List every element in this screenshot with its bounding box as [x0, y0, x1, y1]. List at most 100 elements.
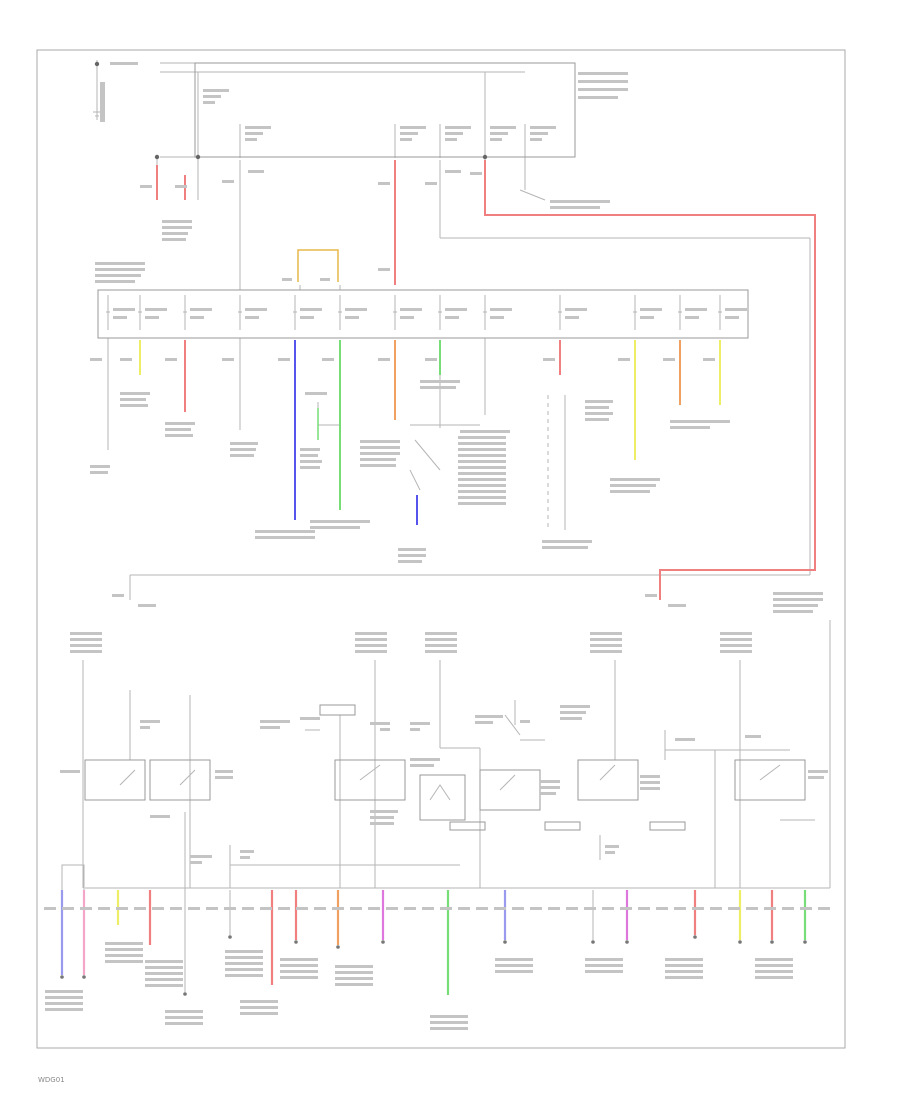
- fuse-label: [345, 308, 367, 311]
- label-text: [360, 464, 396, 467]
- label-text: [240, 850, 254, 853]
- diagram-code: WDG01: [38, 1076, 65, 1084]
- label-text: [140, 726, 150, 729]
- destination-label: [120, 392, 150, 395]
- label-text: [410, 728, 420, 731]
- splice-dot: [154, 154, 160, 160]
- connector-label: [116, 907, 128, 910]
- label-text: [113, 316, 127, 319]
- label-text: [145, 316, 159, 319]
- label-text: [458, 436, 506, 439]
- label-text: [90, 471, 108, 474]
- fusible-link-label: [245, 126, 271, 129]
- circuit-source-label: [70, 638, 102, 641]
- terminal-dot: [82, 975, 86, 979]
- wire: [504, 714, 521, 736]
- connector-label: [422, 907, 434, 910]
- circuit-source-label: [590, 632, 622, 635]
- label-text: [398, 560, 422, 563]
- circuit-source-label: [355, 632, 387, 635]
- connector-label: [746, 907, 758, 910]
- connector-label: [332, 907, 344, 910]
- relay-6: [577, 759, 639, 801]
- fuse-label: [245, 308, 267, 311]
- label-text: [490, 138, 502, 141]
- label-text: [410, 722, 430, 725]
- destination-label: [585, 958, 623, 961]
- connector-label: [458, 907, 470, 910]
- fuse-label: [490, 308, 512, 311]
- destination-label: [310, 520, 370, 523]
- destination-label: [165, 1022, 203, 1025]
- label-text: [458, 454, 506, 457]
- terminal-dot: [503, 940, 507, 944]
- connector-label: [368, 907, 380, 910]
- terminal-dot: [738, 940, 742, 944]
- label-text: [605, 845, 619, 848]
- destination-label: [255, 530, 315, 533]
- connector-label: [800, 907, 812, 910]
- label-text: [400, 132, 418, 135]
- relay-7: [734, 759, 806, 801]
- label-text: [445, 132, 463, 135]
- fuse-block-junction-box: [97, 289, 749, 339]
- label-text: [360, 446, 400, 449]
- destination-label: [460, 430, 510, 433]
- label-text: [190, 855, 212, 858]
- connector-label: [224, 907, 236, 910]
- wire: [599, 764, 616, 781]
- label-text: [610, 484, 656, 487]
- label-text: [162, 238, 186, 241]
- label-text: [640, 775, 660, 778]
- destination-label: [240, 1006, 278, 1009]
- wire: [359, 764, 381, 781]
- connector-label: [350, 907, 362, 910]
- connector-label: [764, 907, 776, 910]
- circuit-source-label: [425, 638, 457, 641]
- connector-label: [44, 907, 56, 910]
- connector-label: [692, 907, 704, 910]
- label-text: [95, 274, 141, 277]
- connector-label: [620, 907, 632, 910]
- label-text: [400, 316, 414, 319]
- label-text: [260, 720, 290, 723]
- fusible-link-label: [445, 126, 471, 129]
- splice-dot: [195, 154, 201, 160]
- connector-label: [278, 907, 290, 910]
- connector-label: [134, 907, 146, 910]
- label-text: [300, 316, 314, 319]
- battery-label: [110, 62, 138, 65]
- circuit-source-label: [720, 650, 752, 653]
- label-text: [668, 604, 686, 607]
- destination-label: [495, 970, 533, 973]
- label-text: [458, 466, 506, 469]
- destination-label: [335, 983, 373, 986]
- connector-label: [584, 907, 596, 910]
- destination-label: [430, 1027, 468, 1030]
- destination-label: [225, 968, 263, 971]
- label-text: [245, 132, 263, 135]
- destination-label: [240, 1012, 278, 1015]
- fuse-label: [685, 308, 707, 311]
- destination-label: [335, 977, 373, 980]
- label-text: [112, 594, 124, 597]
- fuse-label: [113, 308, 135, 311]
- destination-label: [240, 1000, 278, 1003]
- label-text: [300, 454, 318, 457]
- label-text: [605, 851, 615, 854]
- label-text: [95, 280, 135, 283]
- terminal-dot: [183, 992, 187, 996]
- connector: [544, 821, 581, 831]
- connector-label: [494, 907, 506, 910]
- label-text: [610, 490, 650, 493]
- label-text: [175, 185, 187, 188]
- destination-label: [495, 958, 533, 961]
- connector-label: [296, 907, 308, 910]
- destination-label: [105, 954, 143, 957]
- fuse-label: [565, 308, 587, 311]
- relay-1: [84, 759, 146, 801]
- terminal-dot: [228, 935, 232, 939]
- label-text: [542, 546, 588, 549]
- destination-label: [280, 964, 318, 967]
- label-text: [475, 721, 493, 724]
